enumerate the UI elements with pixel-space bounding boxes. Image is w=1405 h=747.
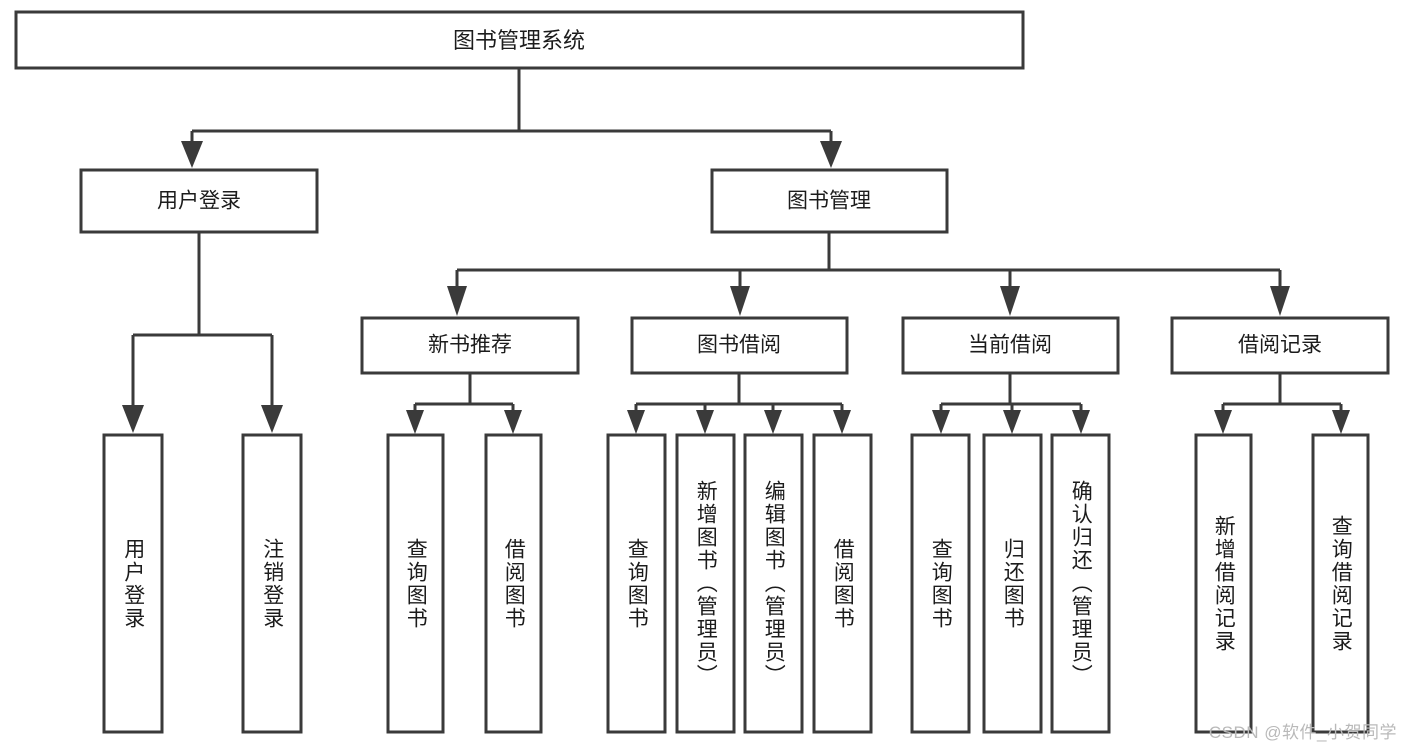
leaf-box-3[interactable] (484, 433, 543, 734)
leaf-box-1[interactable] (241, 433, 303, 734)
leaf-box-8[interactable] (910, 433, 971, 734)
arrow-head-icon (730, 286, 750, 316)
connector-bookborrow-to-leaves (627, 373, 851, 434)
leaf-box-12[interactable] (1311, 433, 1370, 734)
node-root[interactable]: 图书管理系统 (14, 10, 1025, 70)
arrow-head-icon (1270, 286, 1290, 316)
arrow-head-icon (406, 410, 424, 434)
leaf-box-9[interactable] (982, 433, 1043, 734)
leaf-box-11[interactable] (1194, 433, 1253, 734)
arrow-head-icon (1332, 410, 1350, 434)
connector-userlogin-to-leaves (122, 232, 283, 433)
level3-box-0[interactable] (360, 316, 580, 375)
arrow-head-icon (696, 410, 714, 434)
arrow-head-icon (1214, 410, 1232, 434)
node-book-borrow[interactable]: 图书借阅 (630, 316, 849, 375)
connector-newbook-to-leaves (406, 373, 522, 434)
node-current-borrow[interactable]: 当前借阅 (901, 316, 1120, 375)
arrow-head-icon (833, 410, 851, 434)
leaf-box-10[interactable] (1050, 433, 1111, 734)
level3-label-2: 当前借阅 (968, 334, 1052, 357)
leaf-box-0[interactable] (102, 433, 164, 734)
arrow-head-icon (1000, 286, 1020, 316)
connector-currentborrow-to-leaves (932, 373, 1090, 434)
arrow-head-icon (627, 410, 645, 434)
level2-label-1: 图书管理 (787, 190, 871, 213)
arrow-head-icon (1072, 410, 1090, 434)
leaf-box-5[interactable] (675, 433, 736, 734)
leaf-box-2[interactable] (386, 433, 445, 734)
node-new-book-recommend[interactable]: 新书推荐 (360, 316, 580, 375)
leaf-box-4[interactable] (606, 433, 667, 734)
level2-box-0[interactable] (79, 168, 319, 234)
arrow-head-icon (122, 405, 144, 433)
level3-label-0: 新书推荐 (428, 334, 512, 357)
level3-label-1: 图书借阅 (697, 334, 781, 357)
arrow-head-icon (261, 405, 283, 433)
arrow-head-icon (504, 410, 522, 434)
root-label: 图书管理系统 (453, 28, 585, 53)
connector-bookmgmt-to-level3 (447, 232, 1290, 316)
arrow-head-icon (1003, 410, 1021, 434)
arrow-head-icon (447, 286, 467, 316)
connector-borrowrecord-to-leaves (1214, 373, 1350, 434)
level3-label-3: 借阅记录 (1238, 334, 1322, 357)
level3-box-2[interactable] (901, 316, 1120, 375)
watermark: CSDN @软件_小贺同学 (1208, 723, 1397, 742)
node-user-login[interactable]: 用户登录 (79, 168, 319, 234)
level2-label-0: 用户登录 (157, 190, 241, 213)
node-book-management[interactable]: 图书管理 (710, 168, 949, 234)
arrow-head-icon (764, 410, 782, 434)
arrow-head-icon (932, 410, 950, 434)
arrow-head-icon (820, 141, 842, 168)
connector-root-to-level2 (181, 68, 842, 168)
node-borrow-record[interactable]: 借阅记录 (1170, 316, 1390, 375)
leaf-box-6[interactable] (743, 433, 804, 734)
leaf-box-7[interactable] (812, 433, 873, 734)
arrow-head-icon (181, 141, 203, 168)
root-box[interactable] (14, 10, 1025, 70)
